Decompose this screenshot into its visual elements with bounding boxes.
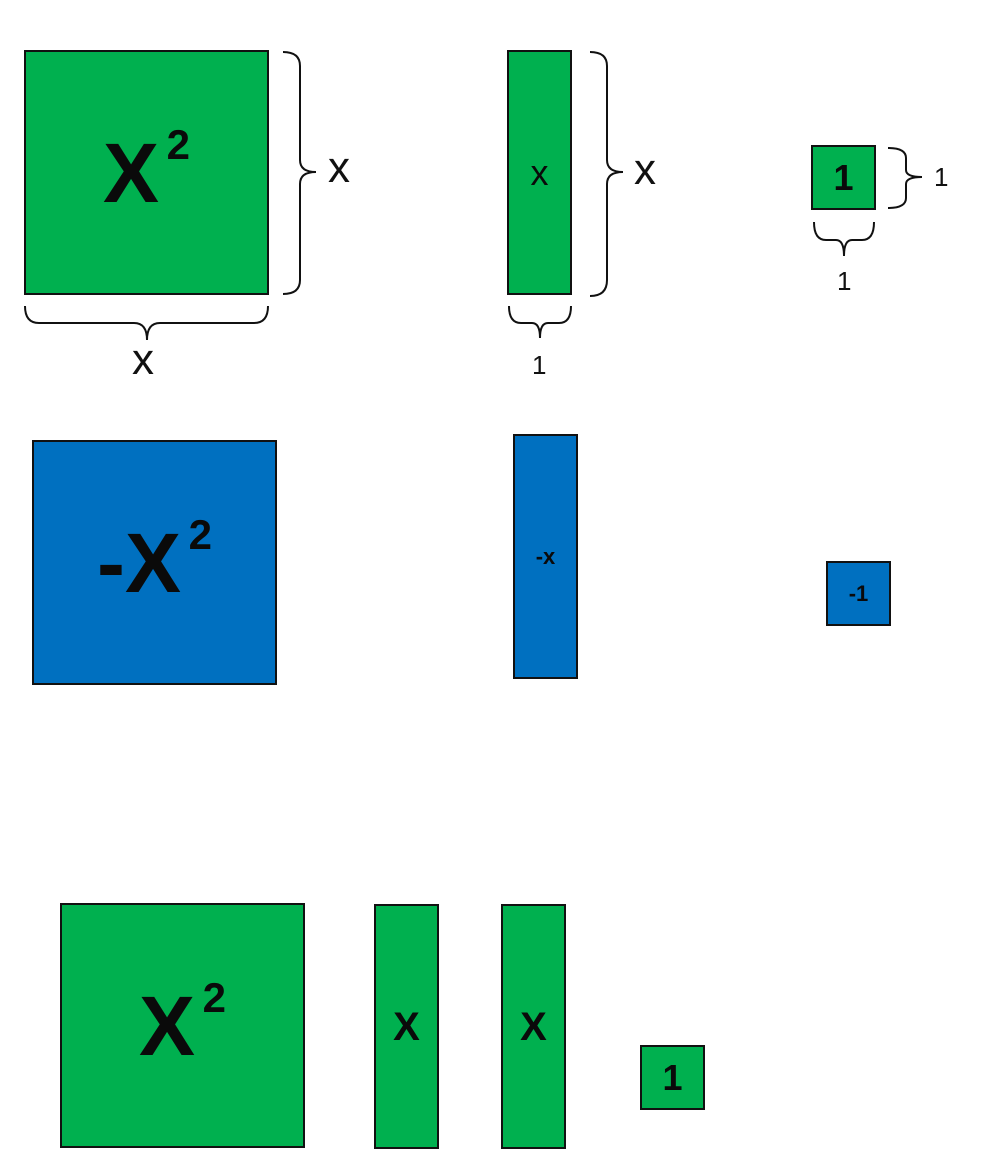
negative-x-tile[interactable]: -x bbox=[513, 434, 578, 679]
expression-x-tile-2[interactable]: X bbox=[501, 904, 566, 1149]
x-tile[interactable]: x bbox=[507, 50, 572, 295]
unit-height-label: 1 bbox=[934, 162, 949, 192]
negative-unit-tile-label: -1 bbox=[848, 580, 869, 606]
x-squared-width-label: x bbox=[132, 335, 154, 384]
x-tile-width-label: 1 bbox=[532, 350, 547, 380]
x-squared-width-brace bbox=[24, 305, 269, 341]
unit-height-brace bbox=[887, 147, 923, 209]
expression-x-tile-2-label: X bbox=[520, 1004, 547, 1049]
expression-unit-tile-label: 1 bbox=[662, 1056, 683, 1098]
expression-x-tile-1-label: X bbox=[393, 1004, 420, 1049]
x-tile-height-label: x bbox=[634, 145, 656, 194]
negative-x-tile-label: -x bbox=[535, 543, 556, 569]
expression-x-tile-1[interactable]: X bbox=[374, 904, 439, 1149]
negative-unit-tile[interactable]: -1 bbox=[826, 561, 891, 626]
x-squared-height-label: x bbox=[328, 143, 350, 192]
x-tile-height-brace bbox=[589, 51, 624, 297]
unit-width-label: 1 bbox=[837, 266, 852, 296]
unit-tile[interactable]: 1 bbox=[811, 145, 876, 210]
x-tile-label: x bbox=[530, 151, 549, 193]
unit-width-brace bbox=[813, 221, 875, 257]
unit-tile-label: 1 bbox=[833, 156, 854, 198]
x-squared-height-brace bbox=[282, 51, 317, 295]
x-tile-width-brace bbox=[508, 305, 572, 339]
expression-unit-tile[interactable]: 1 bbox=[640, 1045, 705, 1110]
